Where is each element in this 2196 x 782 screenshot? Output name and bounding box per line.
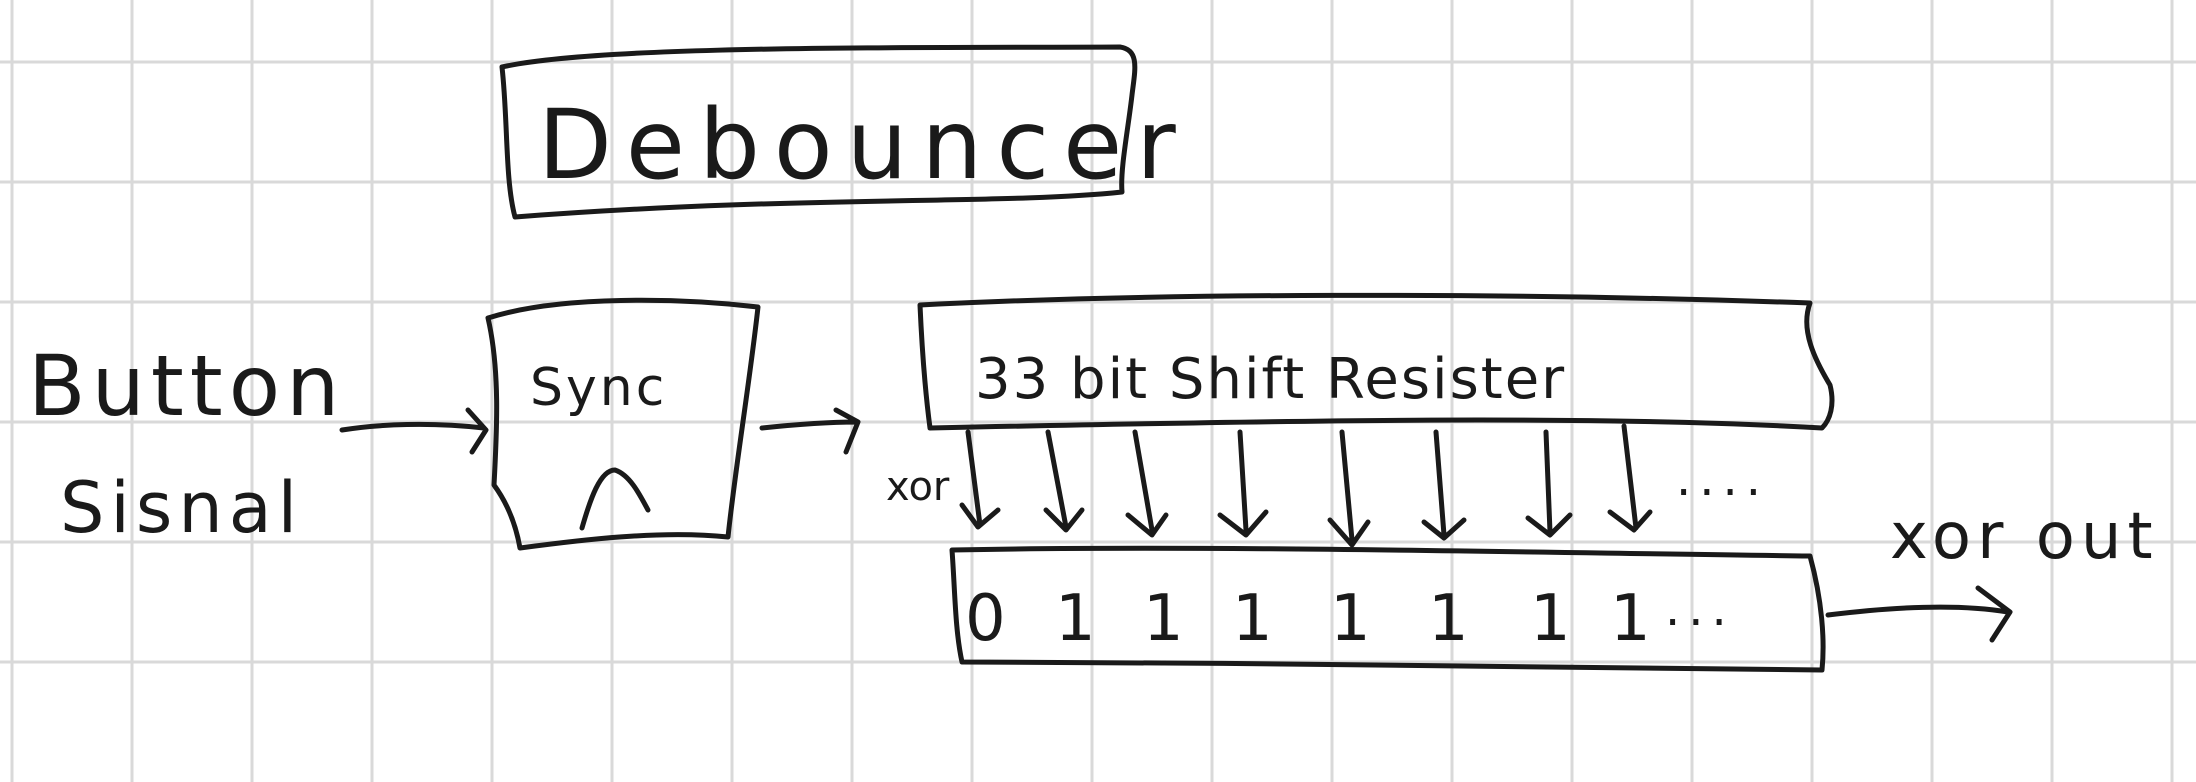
tap-arrows <box>959 423 1653 548</box>
tap-arrow-5 <box>1327 429 1371 548</box>
tap-arrow-4 <box>1217 429 1269 538</box>
input-arrow <box>339 407 489 455</box>
sync-block <box>485 297 761 551</box>
sync-label: Sync <box>530 358 667 418</box>
shift-register-block <box>917 292 1835 431</box>
xor-array-block <box>949 545 1826 673</box>
title-text: Debouncer <box>538 89 1190 201</box>
xor-bit-8: 1 <box>1610 582 1651 656</box>
tap-arrow-3 <box>1125 429 1169 538</box>
sync-to-register-arrow <box>759 407 861 455</box>
tap-arrow-7 <box>1525 429 1573 538</box>
xor-bit-continuation: ... <box>1665 581 1735 637</box>
xor-bit-1: 0 <box>965 582 1006 656</box>
shift-register-label: 33 bit Shift Resister <box>975 347 1566 412</box>
xor-array-bits: 0 1 1 1 1 1 1 1 ... <box>965 581 1735 656</box>
xor-bit-6: 1 <box>1428 582 1469 656</box>
input-label-line2: Sisnal <box>60 467 303 549</box>
xor-bit-7: 1 <box>1530 582 1571 656</box>
xor-bit-5: 1 <box>1330 582 1371 656</box>
output-label: xor out <box>1890 500 2159 574</box>
xor-label: xor <box>886 464 950 510</box>
tap-continuation: .... <box>1676 451 1769 507</box>
tap-arrow-8 <box>1607 423 1653 533</box>
tap-arrow-6 <box>1421 429 1467 541</box>
xor-bit-4: 1 <box>1232 582 1273 656</box>
output-arrow <box>1825 585 2013 643</box>
input-label-line1: Button <box>28 337 345 435</box>
tap-arrow-1 <box>959 429 1001 530</box>
xor-bit-2: 1 <box>1055 582 1096 656</box>
sync-clock-edge <box>579 467 651 531</box>
xor-bit-3: 1 <box>1143 582 1184 656</box>
tap-arrow-2 <box>1043 429 1085 533</box>
title-box <box>499 44 1138 220</box>
